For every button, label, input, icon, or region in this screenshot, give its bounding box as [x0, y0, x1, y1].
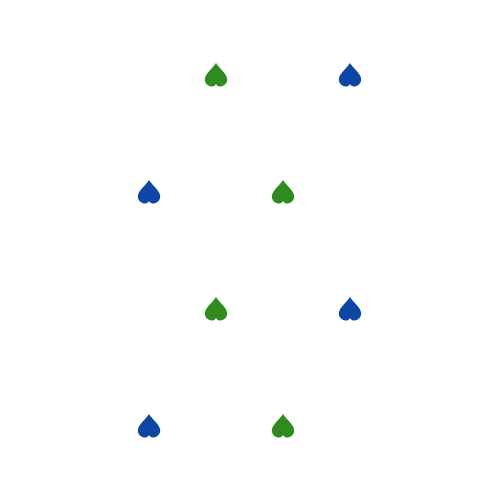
inverted-heart-icon	[336, 61, 364, 89]
inverted-heart-icon	[269, 412, 297, 440]
inverted-heart-icon	[269, 178, 297, 206]
inverted-heart-icon	[135, 412, 163, 440]
inverted-heart-icon	[202, 61, 230, 89]
inverted-heart-icon	[202, 295, 230, 323]
inverted-heart-icon	[336, 295, 364, 323]
inverted-heart-icon	[135, 178, 163, 206]
